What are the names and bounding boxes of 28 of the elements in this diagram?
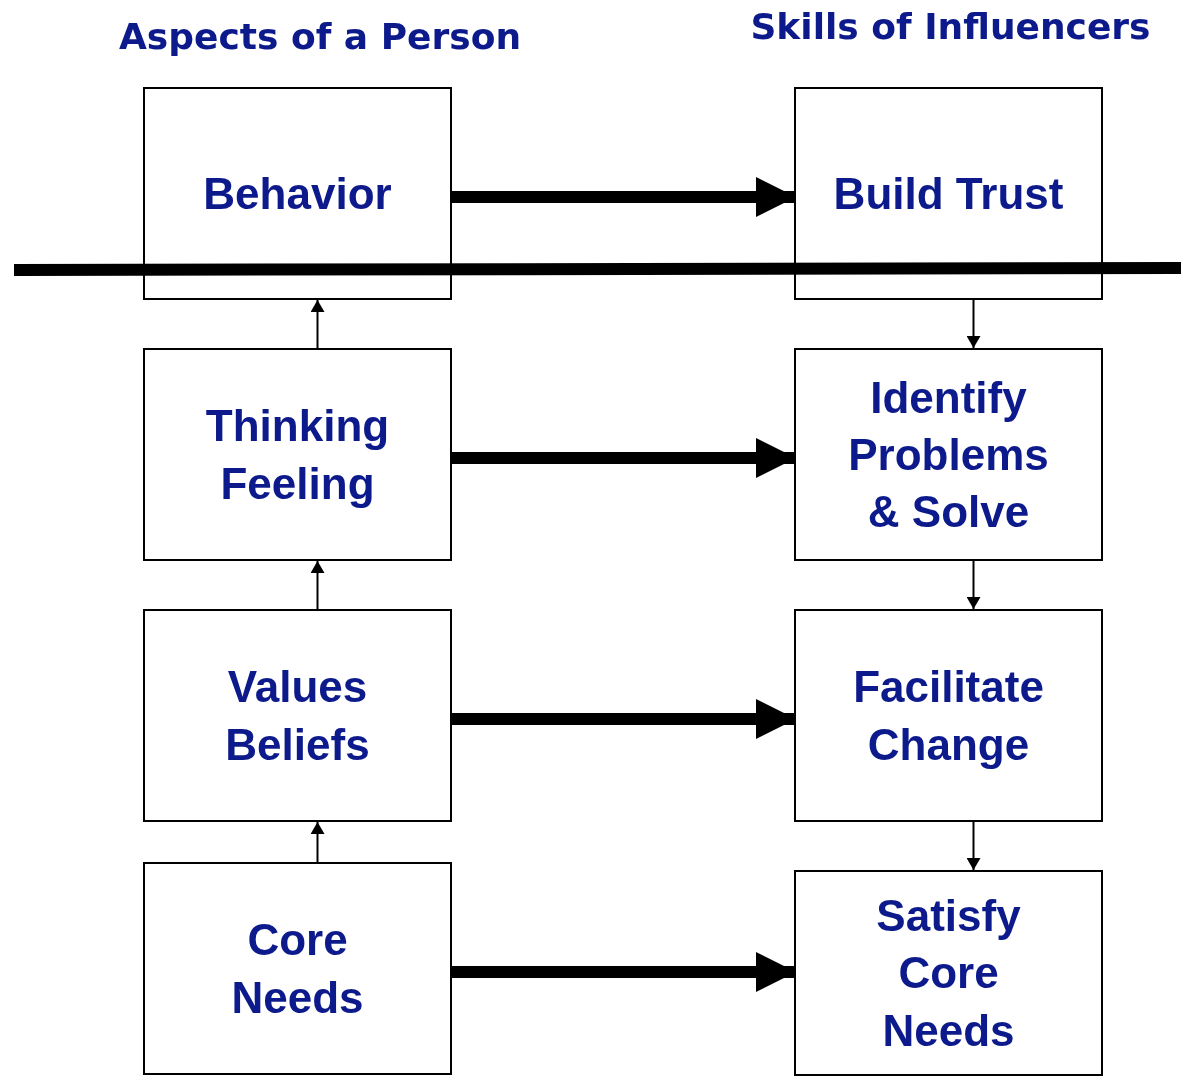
arrow (310, 560, 325, 610)
box-label: Satisfy Core Needs (875, 890, 1022, 1057)
arrow (310, 299, 325, 349)
arrow (966, 299, 981, 349)
arrow (966, 560, 981, 610)
box-label: Identify Problems & Solve (847, 371, 1050, 539)
arrow (966, 821, 981, 871)
text-box (143, 609, 452, 822)
box-label: Build Trust (833, 167, 1064, 220)
text-box (794, 348, 1103, 561)
arrow (310, 821, 325, 863)
box-label: Behavior (203, 167, 392, 220)
text-box (143, 87, 452, 300)
arrow (452, 438, 796, 478)
box-label: Facilitate Change (852, 661, 1045, 771)
text-box (143, 862, 452, 1075)
arrow (452, 952, 796, 992)
column-heading: Skills of Influencers (749, 5, 1152, 49)
box-label: Values Beliefs (224, 661, 371, 771)
column-heading: Aspects of a Person (117, 15, 523, 59)
box-label: Thinking Feeling (204, 400, 391, 510)
arrow (452, 177, 796, 217)
text-box (794, 87, 1103, 300)
text-box (794, 609, 1103, 822)
arrow (452, 699, 796, 739)
text-box (143, 348, 452, 561)
box-label: Core Needs (230, 914, 365, 1024)
text-box (794, 870, 1103, 1076)
